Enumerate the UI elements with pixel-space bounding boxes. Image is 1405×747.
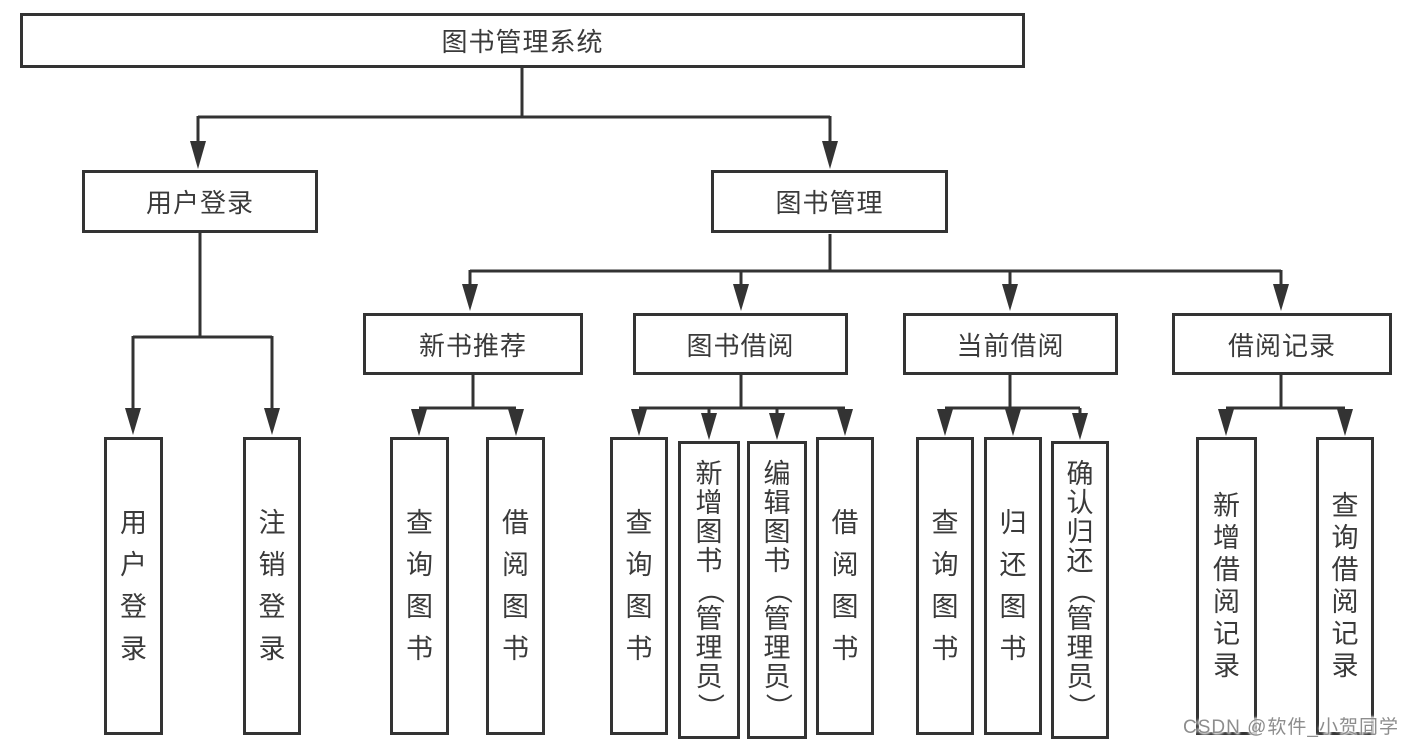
leaf-query-books-borrow-label: 查询图书 [625,507,653,664]
leaf-query-books-recommend-label: 查询图书 [406,507,433,664]
leaf-borrow-books-recommend: 借阅图书 [486,437,545,735]
leaf-confirm-return-admin: 确认归还（管理员） [1051,441,1109,739]
node-book-management: 图书管理 [711,170,948,233]
leaf-borrow-books-borrow: 借阅图书 [816,437,874,735]
leaf-edit-book-admin-label: 编辑图书（管理员） [762,458,793,720]
node-borrow-records-label: 借阅记录 [1227,330,1336,361]
leaf-add-book-admin: 新增图书（管理员） [678,441,740,739]
leaf-add-borrow-record: 新增借阅记录 [1196,437,1257,735]
leaf-borrow-books-recommend-label: 借阅图书 [502,507,529,664]
leaf-query-books-current-label: 查询图书 [931,507,959,664]
node-user-login: 用户登录 [82,170,318,233]
leaf-edit-book-admin: 编辑图书（管理员） [747,441,807,739]
node-library-system-label: 图书管理系统 [441,27,604,57]
leaf-logout-label: 注销登录 [258,507,286,664]
node-book-borrow-label: 图书借阅 [686,330,795,361]
node-current-borrow: 当前借阅 [903,313,1118,375]
leaf-query-books-recommend: 查询图书 [390,437,449,735]
node-book-borrow: 图书借阅 [633,313,848,375]
leaf-user-login-label: 用户登录 [120,507,147,664]
leaf-add-book-admin-label: 新增图书（管理员） [694,458,725,720]
leaf-query-borrow-record: 查询借阅记录 [1316,437,1374,735]
leaf-user-login: 用户登录 [104,437,163,735]
node-current-borrow-label: 当前借阅 [956,330,1065,361]
node-user-login-label: 用户登录 [145,188,254,218]
node-book-management-label: 图书管理 [775,188,884,218]
node-library-system: 图书管理系统 [20,13,1025,68]
leaf-query-books-current: 查询图书 [916,437,974,735]
node-new-book-recommend-label: 新书推荐 [418,330,527,361]
leaf-borrow-books-borrow-label: 借阅图书 [831,507,859,664]
leaf-logout: 注销登录 [243,437,301,735]
leaf-return-book: 归还图书 [984,437,1042,735]
node-borrow-records: 借阅记录 [1172,313,1392,375]
connector-arrowheads [125,141,1353,440]
leaf-return-book-label: 归还图书 [999,507,1027,664]
leaf-add-borrow-record-label: 新增借阅记录 [1213,490,1240,681]
node-new-book-recommend: 新书推荐 [363,313,583,375]
leaf-confirm-return-admin-label: 确认归还（管理员） [1065,458,1096,720]
leaf-query-books-borrow: 查询图书 [610,437,668,735]
leaf-query-borrow-record-label: 查询借阅记录 [1331,490,1359,681]
csdn-watermark: CSDN @软件_小贺同学 [1183,717,1399,738]
